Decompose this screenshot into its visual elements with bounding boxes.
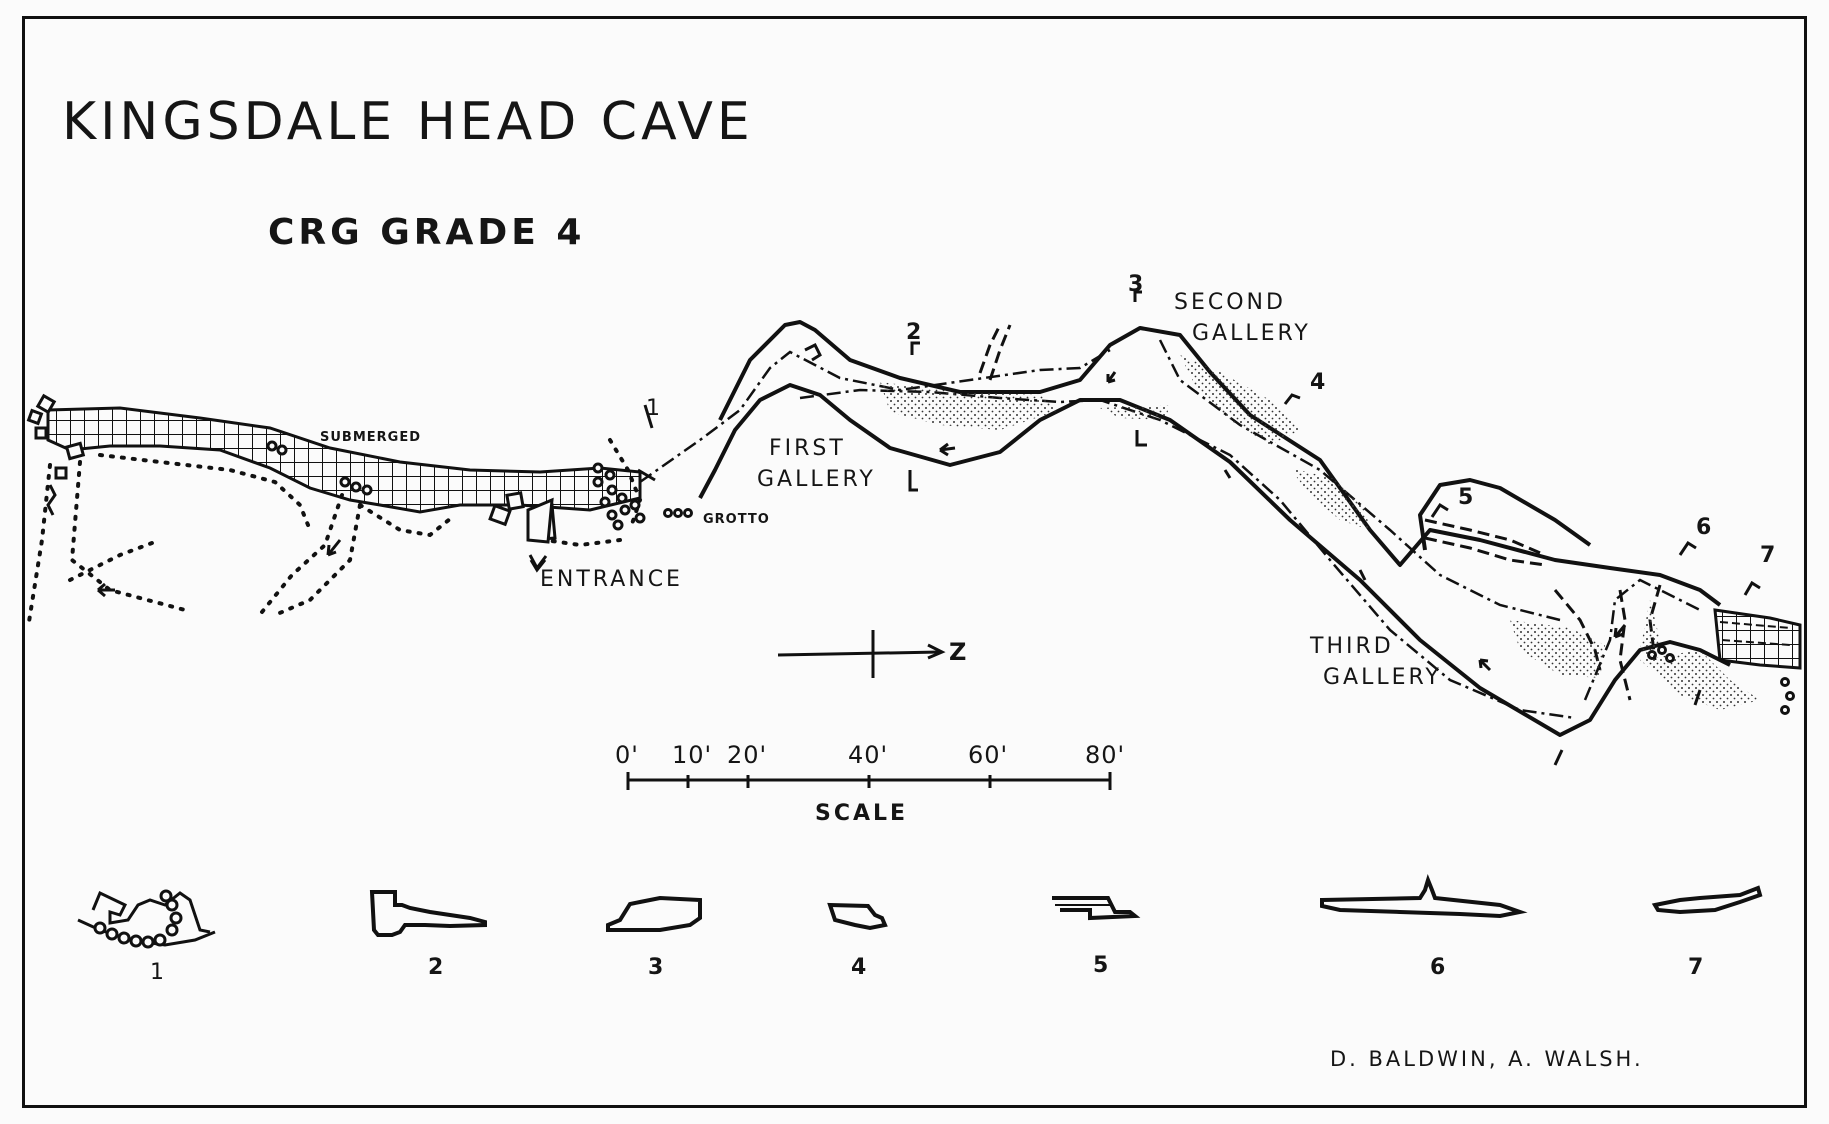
scale-label: SCALE (815, 801, 909, 826)
scale-tick-10: 10' (672, 741, 713, 769)
first-gallery-line1: FIRST (769, 436, 846, 461)
submerged-passage (46, 406, 1802, 670)
entrance-opening (526, 497, 554, 571)
third-gallery-line2: GALLERY (1323, 665, 1442, 690)
grotto-label: GROTTO (703, 512, 770, 527)
second-gallery-line1: SECOND (1174, 290, 1286, 315)
third-gallery-line1: THIRD (1310, 634, 1394, 659)
north-arrow-label: Z (949, 638, 969, 666)
scale-tick-20: 20' (727, 741, 768, 769)
section-markers (529, 290, 1761, 766)
cross-section-4 (827, 902, 888, 931)
cross-section-2 (369, 890, 487, 937)
second-gallery-line2: GALLERY (1192, 321, 1311, 346)
first-gallery-label: FIRST GALLERY (757, 433, 876, 495)
submerged-label: SUBMERGED (320, 430, 421, 445)
sediment-areas (880, 355, 1760, 710)
map-border (22, 16, 1807, 1108)
scale-tick-80: 80' (1085, 741, 1126, 769)
plan-marker-7: 7 (1760, 543, 1776, 568)
scale-tick-0: 0' (615, 741, 639, 769)
scale-tick-40: 40' (848, 741, 889, 769)
section-number-5: 5 (1093, 953, 1109, 978)
scale-bar (626, 772, 1112, 790)
cross-section-6 (1320, 873, 1528, 919)
scale-tick-60: 60' (968, 741, 1009, 769)
plan-marker-4: 4 (1310, 370, 1326, 395)
section-number-1: 1 (150, 960, 164, 985)
survey-grade: CRG GRADE 4 (268, 212, 586, 253)
section-number-4: 4 (851, 955, 867, 980)
cross-section-5 (1052, 896, 1141, 921)
second-gallery-label: SECOND GALLERY (1174, 287, 1311, 349)
cross-section-1 (77, 889, 216, 949)
first-gallery-line2: GALLERY (757, 467, 876, 492)
plan-marker-6: 6 (1696, 515, 1712, 540)
entrance-label: ENTRANCE (540, 567, 683, 592)
plan-marker-1: 1 (646, 396, 660, 421)
cross-section-7 (1651, 885, 1763, 915)
section-number-6: 6 (1430, 955, 1446, 980)
section-number-7: 7 (1688, 955, 1704, 980)
plan-marker-2: 2 (906, 320, 922, 345)
flow-arrows (46, 342, 1627, 672)
plan-marker-5: 5 (1458, 485, 1474, 510)
north-arrow (777, 630, 946, 678)
map-title: KINGSDALE HEAD CAVE (62, 92, 754, 152)
cross-section-3 (606, 895, 702, 932)
plan-marker-3: 3 (1128, 272, 1144, 297)
section-number-3: 3 (648, 955, 664, 980)
third-gallery-label: THIRD GALLERY (1310, 631, 1442, 693)
surveyors-credit: D. BALDWIN, A. WALSH. (1330, 1047, 1644, 1071)
section-number-2: 2 (428, 955, 444, 980)
